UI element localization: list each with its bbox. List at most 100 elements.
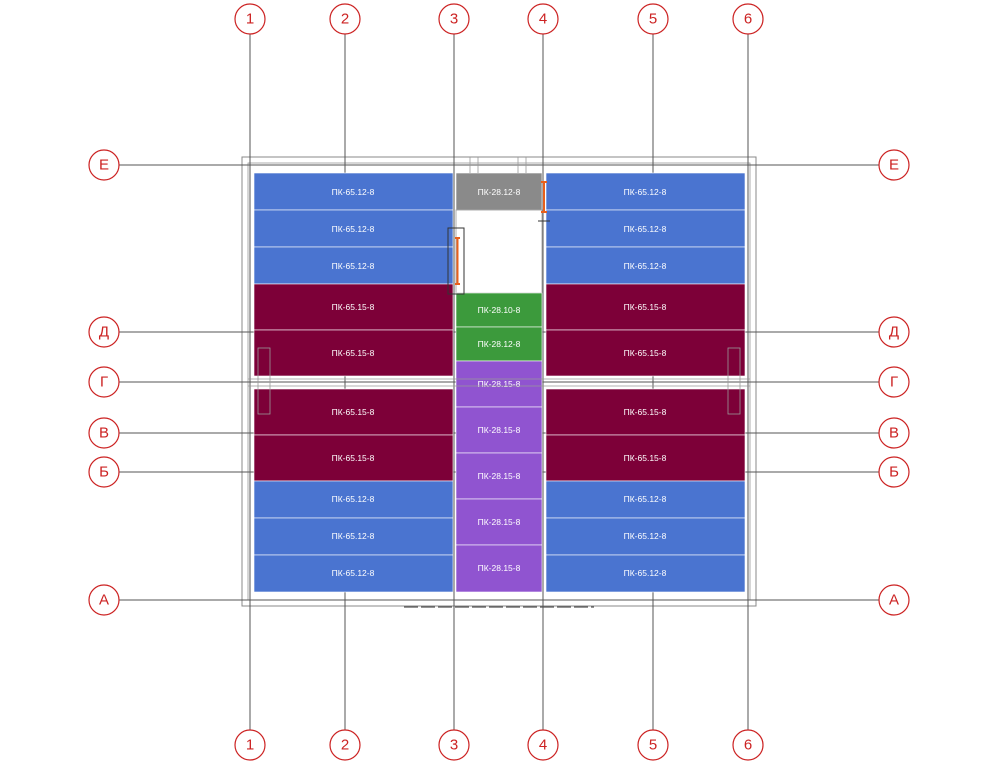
axis-label: 3 xyxy=(450,737,458,754)
axis-label: Г xyxy=(890,374,898,391)
axis-bubble-row-d-right xyxy=(878,316,910,348)
axis-bubble-row-v-left xyxy=(88,417,120,449)
axis-bubble-col-5-bottom xyxy=(637,729,669,761)
axis-bubble-row-g-left xyxy=(88,366,120,398)
slab-label: ПК-65.12-8 xyxy=(624,568,667,578)
slab-left-bottom-2 xyxy=(253,517,454,556)
slab-right-lower-mid-1 xyxy=(545,388,746,436)
slab-label: ПК-65.15-8 xyxy=(332,453,375,463)
slab-left-lower-mid-2 xyxy=(253,434,454,482)
slab-center-purple-5 xyxy=(455,544,543,593)
axis-label: 3 xyxy=(450,11,458,28)
slab-label: ПК-28.15-8 xyxy=(478,471,521,481)
slab-left-lower-mid-1 xyxy=(253,388,454,436)
slab-left-top-2 xyxy=(253,209,454,248)
slab-label: ПК-65.12-8 xyxy=(624,187,667,197)
axis-bubble-row-a-right xyxy=(878,584,910,616)
left-slab-block: ПК-65.12-8 ПК-65.12-8 ПК-65.12-8 ПК-65.1… xyxy=(253,172,454,593)
stair-opening xyxy=(455,209,543,294)
slab-left-top-1 xyxy=(253,172,454,211)
axis-label: 2 xyxy=(341,11,349,28)
axis-label: А xyxy=(99,592,109,609)
slab-left-upper-mid-2 xyxy=(253,329,454,377)
axis-label: Б xyxy=(889,464,899,481)
axis-bubble-col-6-bottom xyxy=(732,729,764,761)
slab-label: ПК-65.12-8 xyxy=(332,224,375,234)
axis-label: 5 xyxy=(649,11,657,28)
slab-label: ПК-28.12-8 xyxy=(478,339,521,349)
orange-marker-left xyxy=(455,237,460,285)
axis-bubble-row-e-left xyxy=(88,149,120,181)
slab-left-top-3 xyxy=(253,246,454,285)
axis-label: 4 xyxy=(539,11,547,28)
slab-label: ПК-65.15-8 xyxy=(624,302,667,312)
column-detail-left xyxy=(257,347,271,415)
slab-right-bottom-3 xyxy=(545,554,746,593)
slab-left-bottom-3 xyxy=(253,554,454,593)
slab-center-green-2 xyxy=(455,326,543,362)
slab-right-bottom-1 xyxy=(545,480,746,519)
slab-left-bottom-1 xyxy=(253,480,454,519)
slab-label: ПК-65.12-8 xyxy=(624,224,667,234)
slab-label: ПК-28.15-8 xyxy=(478,379,521,389)
axis-label: 2 xyxy=(341,737,349,754)
axis-bubbles-right: Е Д Г В Б А xyxy=(878,149,910,616)
axis-bubble-col-1-top xyxy=(234,3,266,35)
axis-label: 5 xyxy=(649,737,657,754)
axis-bubble-row-a-left xyxy=(88,584,120,616)
slab-label: ПК-28.10-8 xyxy=(478,305,521,315)
structural-details xyxy=(248,157,750,608)
wall-detail-left xyxy=(447,227,465,295)
slab-center-green-1 xyxy=(455,292,543,328)
center-slab-strip: ПК-28.12-8 ПК-28.10-8 ПК-28.12-8 ПК-28.1… xyxy=(455,172,543,593)
axis-label: В xyxy=(889,425,899,442)
slab-label: ПК-65.12-8 xyxy=(624,494,667,504)
axis-label: Д xyxy=(99,324,109,341)
axis-label: 1 xyxy=(246,11,254,28)
slab-center-purple-4 xyxy=(455,498,543,546)
slab-label: ПК-65.15-8 xyxy=(624,453,667,463)
axis-bubbles-bottom: 1 2 3 4 5 6 xyxy=(234,729,764,761)
axis-label: 4 xyxy=(539,737,547,754)
axis-bubble-col-1-bottom xyxy=(234,729,266,761)
slab-center-purple-2 xyxy=(455,406,543,454)
axis-label: 1 xyxy=(246,737,254,754)
slab-label: ПК-65.15-8 xyxy=(332,348,375,358)
slab-label: ПК-65.12-8 xyxy=(332,261,375,271)
slab-label: ПК-65.15-8 xyxy=(332,407,375,417)
slab-label: ПК-65.12-8 xyxy=(332,187,375,197)
slab-label: ПК-28.15-8 xyxy=(478,563,521,573)
axis-bubble-row-b-left xyxy=(88,456,120,488)
axis-label: А xyxy=(889,592,899,609)
axis-bubble-row-b-right xyxy=(878,456,910,488)
slab-label: ПК-28.15-8 xyxy=(478,517,521,527)
slab-label: ПК-65.12-8 xyxy=(624,261,667,271)
slab-right-top-1 xyxy=(545,172,746,211)
slab-right-upper-mid-1 xyxy=(545,283,746,331)
axis-bubbles-left: Е Д Г В Б А xyxy=(88,149,120,616)
slab-label: ПК-65.15-8 xyxy=(332,302,375,312)
axis-bubble-col-6-top xyxy=(732,3,764,35)
axis-label: Е xyxy=(99,157,109,174)
axis-bubble-row-v-right xyxy=(878,417,910,449)
slab-right-bottom-2 xyxy=(545,517,746,556)
slab-center-purple-1 xyxy=(455,360,543,408)
slab-label: ПК-65.12-8 xyxy=(332,494,375,504)
slab-label: ПК-65.12-8 xyxy=(332,531,375,541)
orange-marker-right xyxy=(541,181,547,213)
axis-label: Д xyxy=(889,324,899,341)
axis-label: 6 xyxy=(744,11,752,28)
slab-label: ПК-28.15-8 xyxy=(478,425,521,435)
slab-label: ПК-28.12-8 xyxy=(478,187,521,197)
column-detail-right xyxy=(727,347,741,415)
axis-bubble-row-g-right xyxy=(878,366,910,398)
axis-bubble-col-4-bottom xyxy=(527,729,559,761)
slab-label: ПК-65.12-8 xyxy=(332,568,375,578)
slab-right-upper-mid-2 xyxy=(545,329,746,377)
axis-bubble-row-e-right xyxy=(878,149,910,181)
axis-bubble-row-d-left xyxy=(88,316,120,348)
axis-bubble-col-2-top xyxy=(329,3,361,35)
axis-bubble-col-3-bottom xyxy=(438,729,470,761)
slab-right-top-3 xyxy=(545,246,746,285)
